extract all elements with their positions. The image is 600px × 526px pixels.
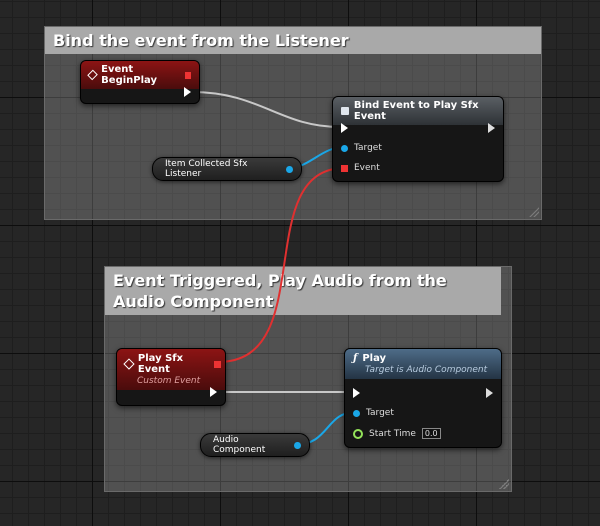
node-title: Bind Event to Play Sfx Event: [353, 100, 479, 122]
exec-pin-icon[interactable]: [184, 87, 191, 97]
audio-component-variable-node[interactable]: Audio Component: [200, 433, 310, 457]
exec-out-pin[interactable]: [210, 387, 217, 397]
delegate-pin[interactable]: [184, 71, 191, 79]
pin-label: Event: [354, 163, 380, 173]
node-header: Event BeginPlay: [81, 61, 199, 89]
event-pin[interactable]: Event: [341, 163, 380, 173]
play-sfx-event-node[interactable]: Play Sfx Event Custom Event: [116, 348, 226, 406]
pin-label: Target: [366, 408, 394, 418]
object-pin-icon[interactable]: [294, 441, 301, 449]
exec-out-pin[interactable]: [488, 123, 495, 133]
exec-out-pin[interactable]: [486, 388, 493, 398]
node-subtitle: Target is Audio Component: [365, 365, 488, 375]
exec-pin-icon[interactable]: [353, 388, 360, 398]
listener-variable-node[interactable]: Item Collected Sfx Listener: [152, 157, 302, 181]
node-subtitle: Custom Event: [137, 376, 201, 386]
variable-label: Item Collected Sfx Listener: [165, 159, 248, 179]
delegate-pin[interactable]: [214, 361, 221, 368]
node-title: Play: [362, 353, 387, 364]
target-pin[interactable]: Target: [341, 143, 382, 153]
delegate-wire-event: [217, 167, 346, 363]
exec-pin-icon[interactable]: [486, 388, 493, 398]
function-icon: ƒ: [353, 353, 358, 364]
float-pin-icon[interactable]: [353, 428, 363, 439]
function-icon: [341, 107, 349, 115]
target-pin[interactable]: Target: [353, 408, 394, 418]
comment-title[interactable]: Bind the event from the Listener: [45, 27, 541, 54]
object-pin-icon[interactable]: [286, 165, 293, 173]
start-time-input[interactable]: 0.0: [421, 428, 441, 439]
node-header: Bind Event to Play Sfx Event: [333, 97, 503, 125]
resize-handle-icon[interactable]: [529, 207, 539, 217]
resize-handle-icon[interactable]: [499, 479, 509, 489]
exec-in-pin[interactable]: [341, 123, 348, 133]
object-pin-icon[interactable]: [353, 409, 360, 417]
comment-title[interactable]: Event Triggered, Play Audio from the Aud…: [105, 267, 501, 315]
play-node[interactable]: ƒ Play Target is Audio Component Target …: [344, 348, 502, 448]
exec-in-pin[interactable]: [353, 388, 360, 398]
variable-label: Audio Component: [213, 435, 266, 455]
event-diamond-icon: [87, 69, 98, 81]
exec-pin-icon[interactable]: [341, 123, 348, 133]
event-beginplay-node[interactable]: Event BeginPlay: [80, 60, 200, 104]
node-header: Play Sfx Event Custom Event: [117, 349, 225, 390]
delegate-pin-icon[interactable]: [341, 164, 348, 172]
event-diamond-icon: [123, 358, 135, 370]
exec-out-outline-icon: [488, 123, 495, 133]
node-header: ƒ Play Target is Audio Component: [345, 349, 501, 379]
node-title: Event BeginPlay: [101, 64, 157, 86]
exec-wire-beginplay-bind: [191, 91, 341, 128]
exec-pin-icon[interactable]: [210, 387, 217, 397]
node-title: Play Sfx Event: [137, 353, 184, 375]
pin-label: Start Time: [369, 428, 416, 439]
bind-event-node[interactable]: Bind Event to Play Sfx Event Target Even…: [332, 96, 504, 182]
pin-label: Target: [354, 143, 382, 153]
start-time-pin[interactable]: Start Time 0.0: [353, 428, 441, 439]
exec-out-pin[interactable]: [184, 87, 191, 97]
object-pin-icon[interactable]: [341, 144, 348, 152]
